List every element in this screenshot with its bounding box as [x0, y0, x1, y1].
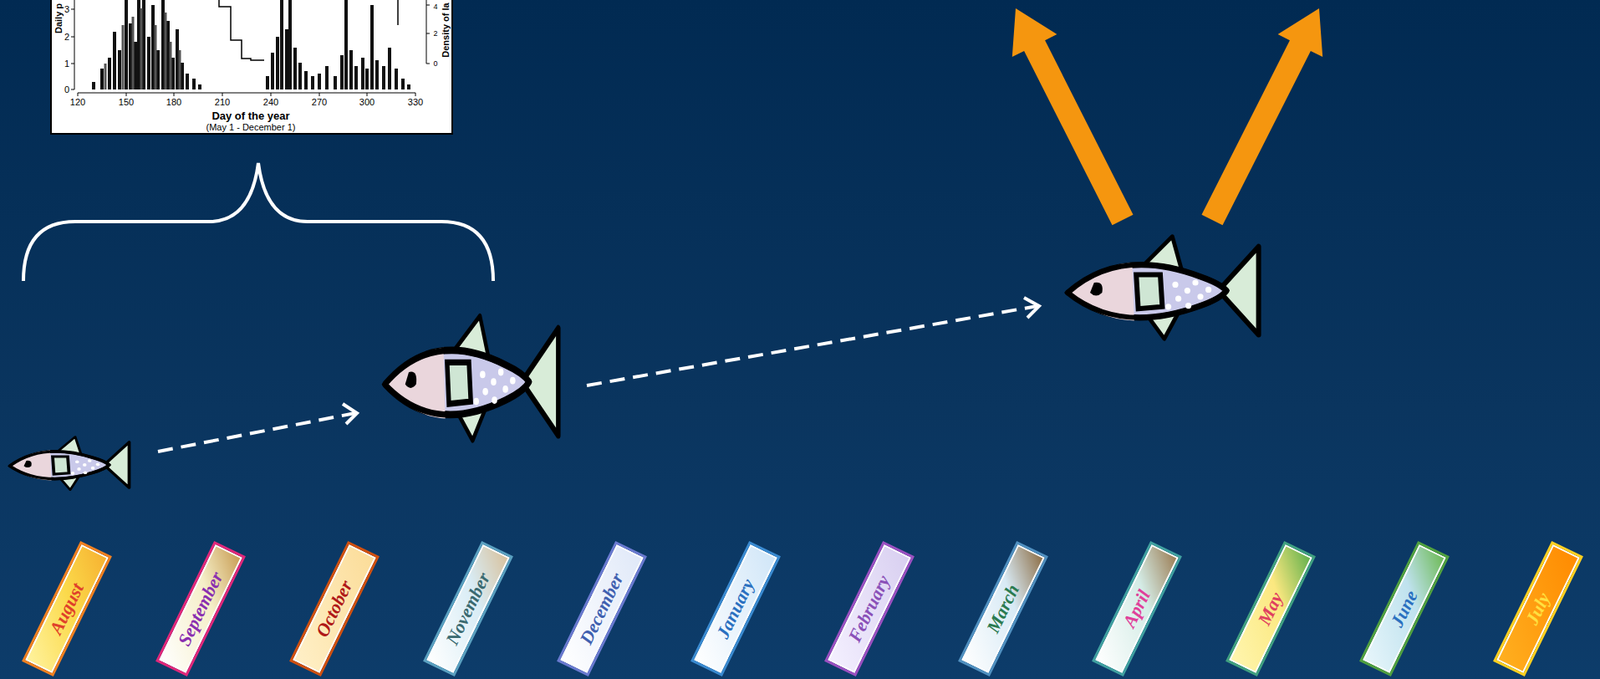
histogram-bars [267, 0, 409, 90]
month-name: October [311, 576, 358, 641]
dashed-arrow [157, 412, 356, 452]
month-card: November [422, 540, 514, 677]
tick-label: 300 [359, 97, 375, 108]
month-name: August [45, 579, 89, 638]
axis-title: Density of la [441, 2, 451, 57]
month-card: March [957, 540, 1049, 677]
month-card: February [824, 540, 915, 677]
fish-small [10, 436, 130, 490]
fish-medium [1068, 236, 1259, 339]
month-name: May [1253, 588, 1288, 629]
month-card: July [1492, 540, 1584, 677]
axis-title: Daily p [54, 3, 64, 34]
axis [71, 0, 75, 90]
dashed-arrow [342, 403, 357, 424]
month-name: March [982, 580, 1025, 637]
density-line [397, 0, 399, 26]
histogram-bars [93, 0, 200, 90]
fish-large [385, 315, 559, 441]
axis-title: Day of the year [211, 110, 290, 122]
tick-label: 270 [311, 97, 327, 108]
bracket [23, 163, 494, 281]
dashed-arrow [586, 305, 1038, 386]
month-card: January [690, 540, 781, 677]
axis [426, 0, 430, 64]
tick-label: 1 [64, 59, 70, 69]
month-card: August [21, 540, 113, 677]
axis [77, 92, 416, 97]
month-name: July [1521, 589, 1556, 629]
month-name: February [844, 571, 896, 646]
tick-label: 0 [433, 60, 438, 68]
tick-label: 2 [433, 30, 438, 38]
month-name: January [712, 575, 760, 643]
histogram-bars [105, 8, 180, 90]
tick-label: 210 [214, 97, 230, 108]
orange-arrow [1202, 8, 1324, 225]
month-card: September [155, 540, 246, 677]
tick-label: 180 [166, 97, 182, 108]
chart-panel [50, 0, 453, 134]
tick-label: 240 [263, 97, 279, 108]
axis-subtitle: (May 1 - December 1) [206, 122, 296, 133]
tick-label: 0 [64, 85, 70, 95]
tick-label: 150 [118, 97, 134, 108]
dashed-arrow [1024, 297, 1040, 318]
tick-label: 330 [407, 97, 423, 108]
month-card: June [1359, 540, 1450, 677]
tick-label: 120 [70, 97, 86, 108]
tick-label: 3 [64, 5, 70, 15]
month-name: September [173, 567, 228, 649]
orange-arrow [1012, 8, 1134, 225]
month-card: December [556, 540, 648, 677]
month-card: October [289, 540, 380, 677]
month-card: May [1225, 540, 1316, 677]
month-name: April [1118, 585, 1156, 631]
tick-label: 2 [64, 32, 70, 42]
month-name: June [1385, 586, 1422, 631]
density-line [219, 0, 265, 61]
month-name: November [441, 569, 495, 649]
tick-label: 4 [433, 3, 438, 11]
month-card: April [1091, 540, 1183, 677]
month-name: December [575, 569, 629, 648]
